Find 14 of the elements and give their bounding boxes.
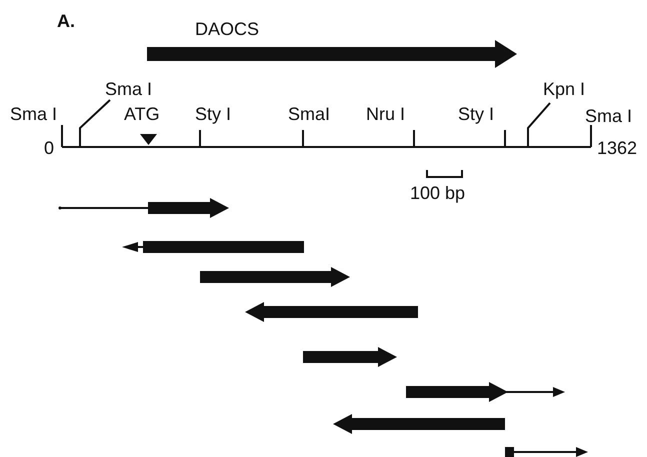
site-label: SmaI	[288, 105, 330, 123]
site-label: Nru I	[366, 105, 406, 123]
site-label: Sty I	[195, 105, 232, 123]
site-label: Sma I	[105, 80, 152, 98]
site-label: Sma I	[585, 107, 632, 125]
gene-label: DAOCS	[195, 20, 260, 38]
start-codon-label: ATG	[124, 105, 160, 123]
axis-label: 0	[44, 139, 54, 157]
scale-label: 100 bp	[410, 184, 466, 202]
panel-label: A.	[57, 12, 75, 30]
site-label: Sty I	[458, 105, 494, 123]
axis-label: 1362	[597, 139, 638, 157]
site-label: Sma I	[10, 105, 58, 123]
site-label: Kpn I	[543, 80, 586, 98]
